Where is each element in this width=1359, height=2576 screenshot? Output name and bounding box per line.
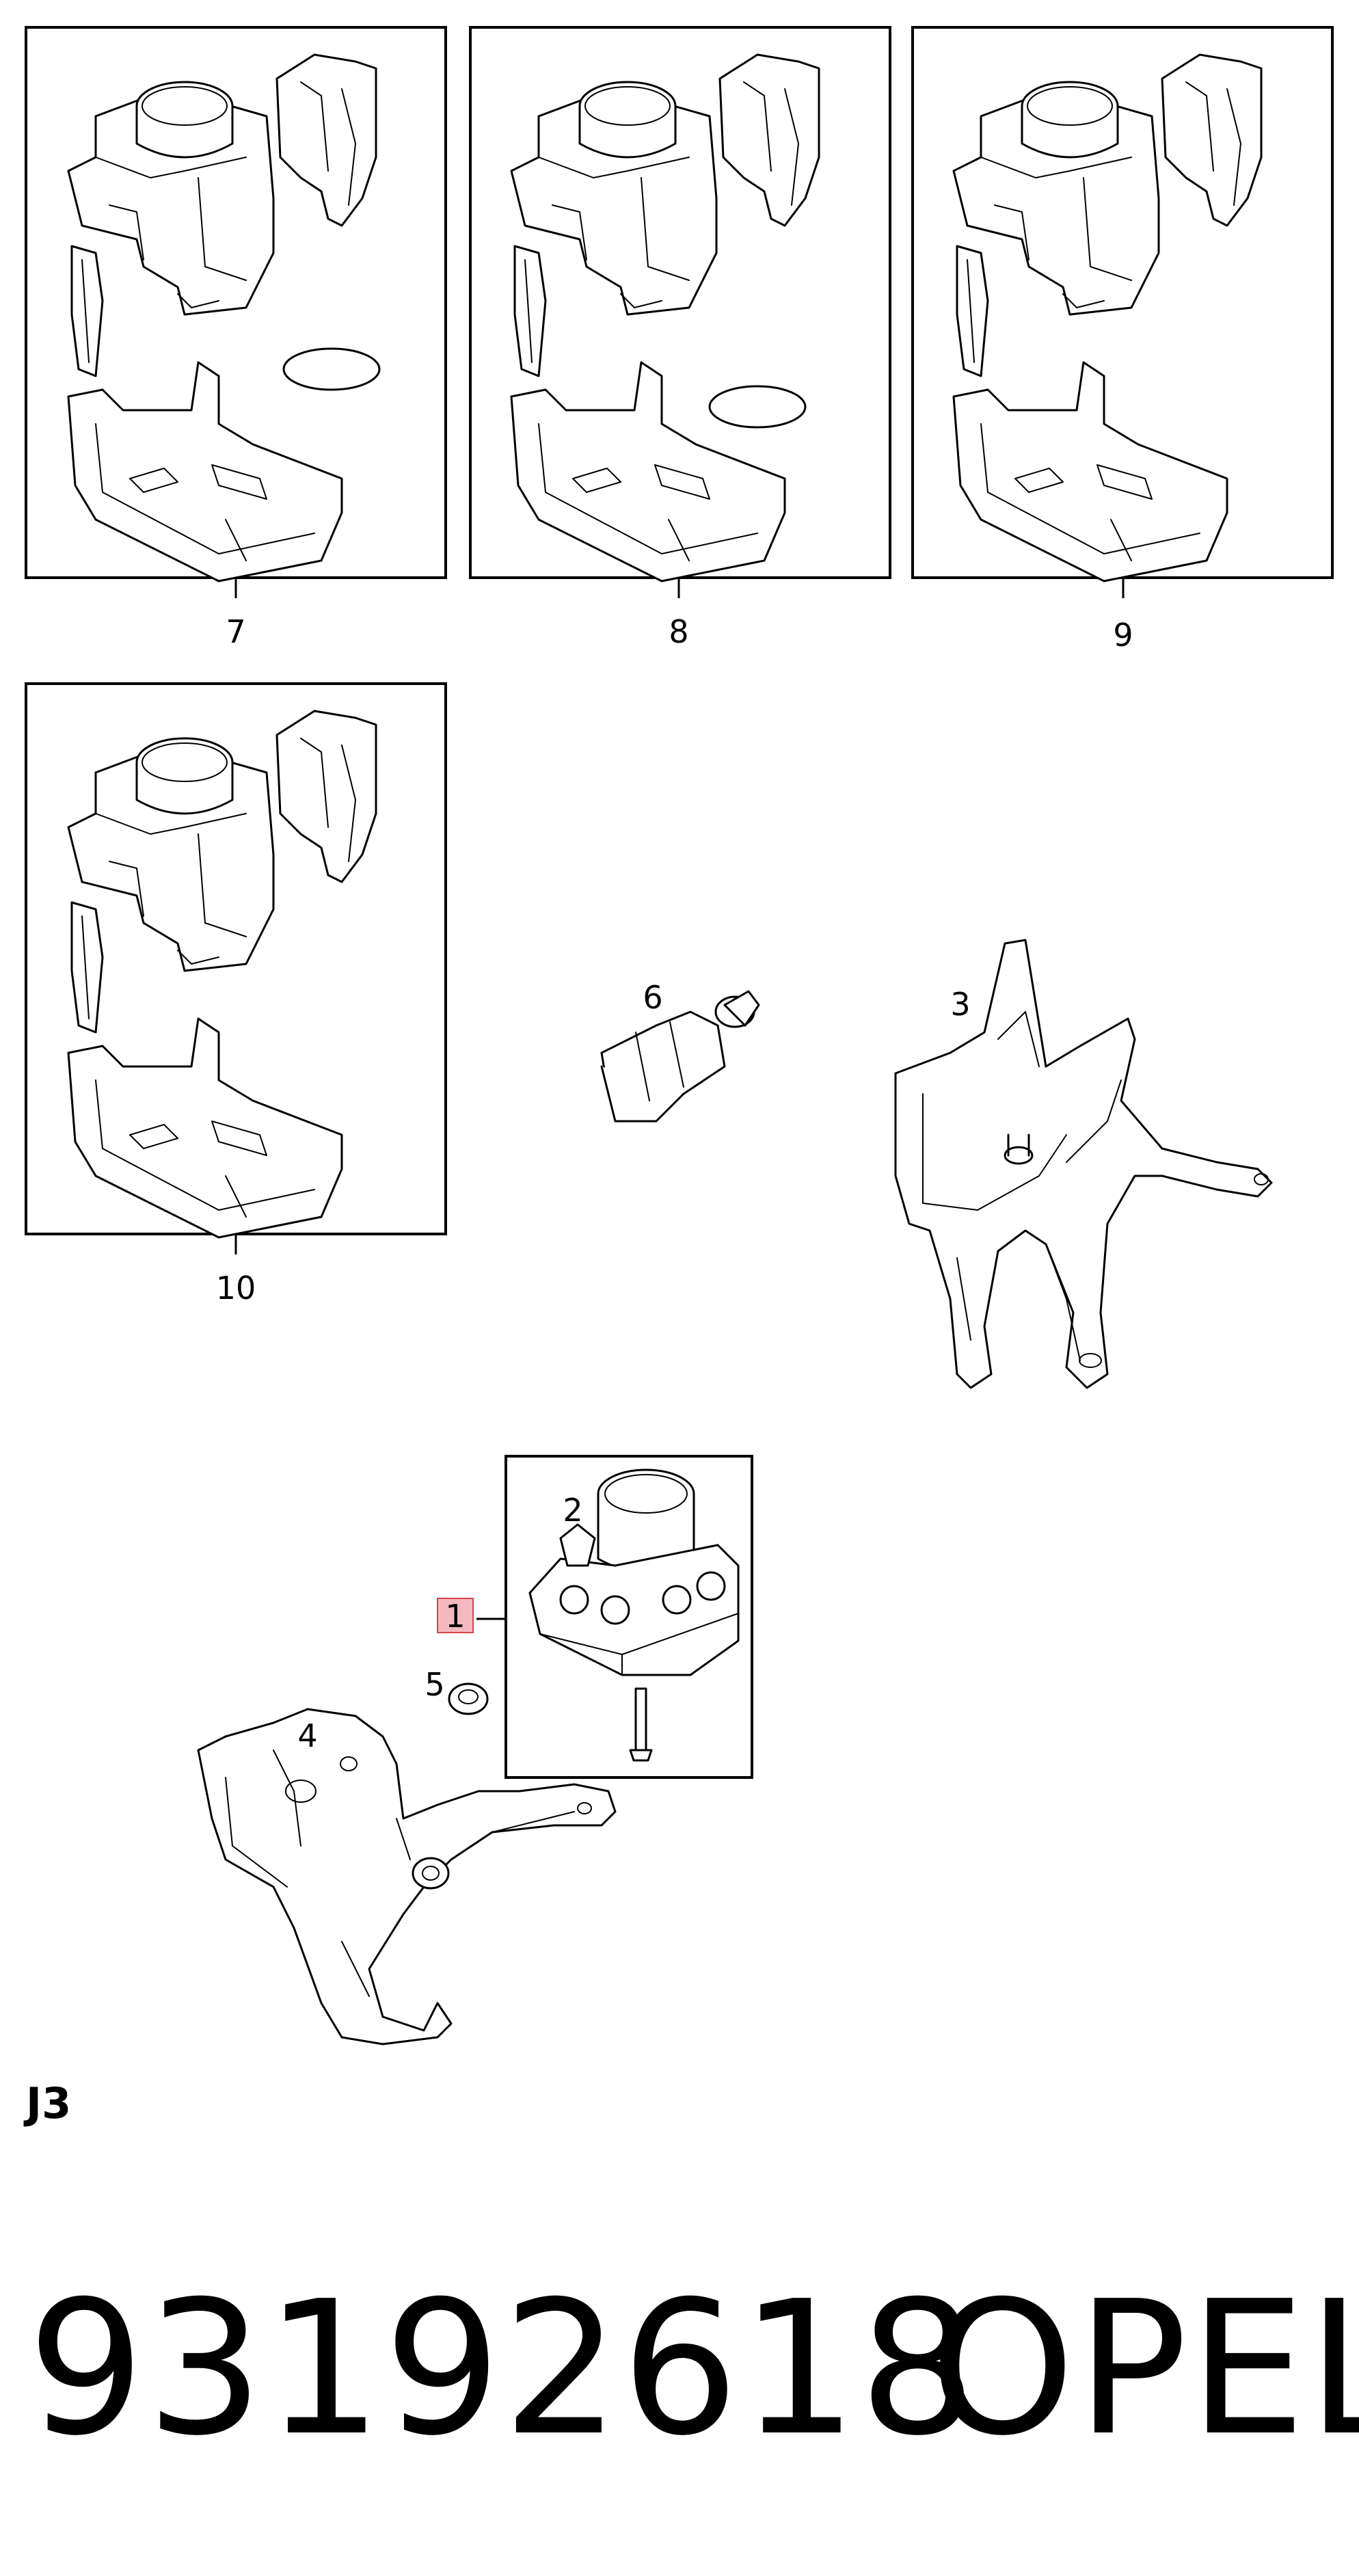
callout-4: 4 [297,1717,317,1754]
callout-3: 3 [950,986,970,1023]
panel-7-housing-assembly [25,26,447,598]
abs-modulator-part-1 [476,1455,753,1779]
section-code: J3 [26,2078,72,2128]
mounting-bracket-part-3 [894,939,1273,1389]
callout-8: 8 [669,613,688,650]
callout-9: 9 [1113,617,1133,654]
pressure-sensor-part-6 [600,990,760,1123]
brand-name: OPEL [930,2261,1359,2476]
callout-2: 2 [563,1492,582,1529]
callout-5: 5 [425,1666,444,1703]
grommet-part-5 [448,1682,489,1715]
part-number: 93192618 [27,2261,978,2476]
callout-7: 7 [226,613,245,650]
callout-6: 6 [643,979,662,1016]
callout-10: 10 [216,1270,256,1306]
panel-10-housing-assembly [25,682,447,1255]
callout-1-highlight [437,1598,474,1633]
panel-8-housing-assembly [469,26,891,598]
callout-1: 1 [445,1598,465,1635]
panel-9-housing-assembly [911,26,1334,598]
mounting-bracket-part-4 [197,1708,617,2045]
